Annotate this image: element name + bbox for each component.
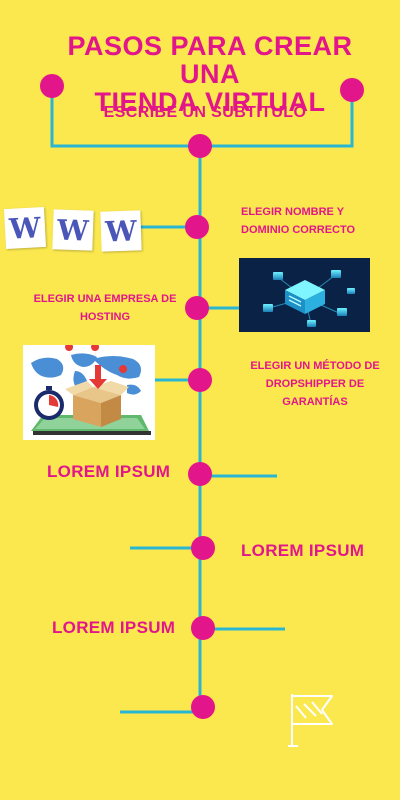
step-2-line-1: ELEGIR UNA EMPRESA DE: [33, 293, 177, 305]
timeline-dot-left: [40, 74, 64, 98]
finish-flag-icon: [286, 690, 336, 755]
timeline-dot-5: [191, 536, 215, 560]
www-letter-3: W: [104, 213, 138, 249]
timeline-dot-1: [185, 215, 209, 239]
lorem-label-1: LOREM IPSUM: [47, 462, 171, 481]
step-1-line-2: DOMINIO CORRECTO: [241, 224, 356, 236]
title-line-1: PASOS PARA CREAR UNA: [67, 31, 353, 89]
www-tile-3: W: [100, 210, 142, 252]
step-2-line-2: HOSTING: [79, 311, 131, 323]
step-3-line-2: DROPSHIPPER DE: [265, 378, 365, 390]
step-1-text: ELEGIR NOMBRE Y DOMINIO CORRECTO: [241, 203, 355, 239]
lorem-label-3: LOREM IPSUM: [52, 618, 176, 637]
timeline-dot-7: [191, 695, 215, 719]
step-3-line-1: ELEGIR UN MÉTODO DE: [250, 360, 380, 372]
www-letter-2: W: [56, 212, 90, 248]
timeline-dot-4: [188, 462, 212, 486]
www-tile-2: W: [52, 209, 94, 251]
timeline-dot-top: [188, 134, 212, 158]
title-line-2: TIENDA VIRTUAL: [94, 87, 326, 117]
timeline-dot-2: [185, 296, 209, 320]
page-title: PASOS PARA CREAR UNA TIENDA VIRTUAL: [40, 32, 380, 116]
www-tiles-icon: W W W: [3, 206, 142, 252]
delivery-map-box-icon: [23, 343, 155, 440]
www-tile-1: W: [3, 206, 47, 250]
timeline-dot-6: [191, 616, 215, 640]
page-subtitle: ESCRIBE UN SUBTÍTULO: [103, 104, 307, 121]
timeline-dot-right: [340, 78, 364, 102]
www-letter-1: W: [8, 210, 42, 246]
step-2-text: ELEGIR UNA EMPRESA DE HOSTING: [30, 290, 180, 326]
timeline-dot-3: [188, 368, 212, 392]
step-1-line-1: ELEGIR NOMBRE Y: [241, 206, 345, 218]
step-3-line-3: GARANTÍAS: [282, 396, 348, 408]
server-cloud-icon: [239, 258, 370, 332]
step-3-text: ELEGIR UN MÉTODO DE DROPSHIPPER DE GARAN…: [240, 357, 390, 411]
lorem-label-2: LOREM IPSUM: [241, 541, 365, 560]
